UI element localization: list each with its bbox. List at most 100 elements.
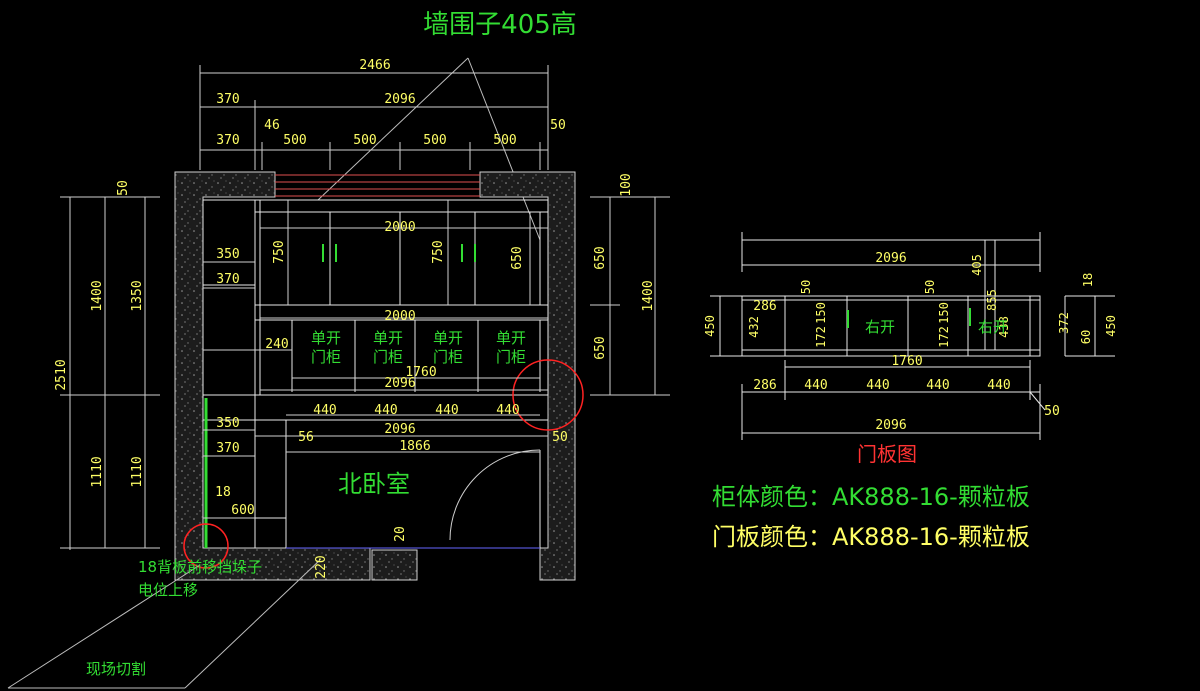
dim-440-c: 440 [435,403,458,418]
dp-440-c: 440 [926,378,949,393]
dp-172-a: 172 [814,326,828,348]
dp-450-right: 450 [1104,315,1118,337]
door-panel-title: 门板图 [857,442,917,466]
door-label-2a: 单开 [373,329,403,347]
dim-2466: 2466 [359,58,390,73]
door-panel-labels: 右开 右开 [865,318,1008,336]
dim-1760: 1760 [405,365,436,380]
dim-650-right: 650 [593,246,608,269]
dim-650-inner: 650 [510,246,525,269]
dim-1400-right: 1400 [641,280,656,311]
dim-500-3: 500 [423,133,446,148]
dim-500-1: 500 [283,133,306,148]
dp-50: 50 [1044,404,1060,419]
dim-650-right-b: 650 [593,336,608,359]
dim-50-low: 50 [552,430,568,445]
dim-2096-mid: 2096 [384,376,415,391]
dim-1866: 1866 [399,439,430,454]
dp-432: 432 [747,316,761,338]
dp-286-top: 286 [753,299,776,314]
revision-circle-right [512,359,584,431]
dp-50-a: 50 [799,280,813,294]
dim-2000-top: 2000 [384,220,415,235]
door-label-2b: 门柜 [373,348,403,366]
dim-56: 56 [298,430,314,445]
dim-100: 100 [619,173,634,196]
dp-438: 438 [997,316,1011,338]
handles [322,244,476,262]
door-label-1b: 门柜 [311,348,341,366]
dim-2096-low: 2096 [384,422,415,437]
note-back-panel: 18背板前移挡垛子 [138,558,262,576]
dim-2510: 2510 [54,359,69,390]
dim-370-b: 370 [216,133,239,148]
dp-150-a: 150 [814,302,828,324]
dim-600: 600 [231,503,254,518]
dim-440-d: 440 [496,403,519,418]
dim-2096-a: 2096 [384,92,415,107]
dp-440-d: 440 [987,378,1010,393]
dp-172-b: 172 [937,326,951,348]
plan-dimension-text: 2466 370 2096 370 46 500 500 500 500 50 … [215,58,568,518]
door-label-1a: 单开 [311,329,341,347]
plan-vertical-dims: 50 2510 1400 1350 1110 1110 750 750 650 … [54,173,656,578]
note-site-cut: 现场切割 [86,660,146,678]
dim-750-a: 750 [272,240,287,263]
dim-1350: 1350 [130,280,145,311]
revision-circle-left [183,523,229,569]
dp-150-b: 150 [937,302,951,324]
dp-2096-top: 2096 [875,251,906,266]
door-label-3b: 门柜 [433,348,463,366]
door-color-spec: 门板颜色：AK888-16-颗粒板 [712,523,1030,551]
door-labels: 单开 门柜 单开 门柜 单开 门柜 单开 门柜 [311,329,526,366]
site-notes: 18背板前移挡垛子 电位上移 现场切割 [86,558,262,678]
dp-50-b: 50 [923,280,937,294]
dp-label-right-2: 右开 [978,318,1008,336]
dim-240: 240 [265,337,288,352]
dim-1110-a: 1110 [90,456,105,487]
dim-2000-mid: 2000 [384,309,415,324]
dp-440-b: 440 [866,378,889,393]
plan-walls [174,171,576,581]
dim-440-a: 440 [313,403,336,418]
dp-855: 855 [985,289,999,311]
cabinet-color-spec: 柜体颜色：AK888-16-颗粒板 [712,483,1030,511]
dp-405: 405 [970,254,984,276]
dp-450-left: 450 [703,315,717,337]
dim-370-c: 370 [216,272,239,287]
dim-1110-b: 1110 [130,456,145,487]
dp-2096-bottom: 2096 [875,418,906,433]
dp-286: 286 [753,378,776,393]
dim-350-a: 350 [216,247,239,262]
door-label-4b: 门柜 [496,348,526,366]
dim-350-b: 350 [216,416,239,431]
dim-50-right: 50 [550,118,566,133]
dp-label-right-1: 右开 [865,318,895,336]
dp-60: 60 [1079,330,1093,344]
plan-dimension-lines [60,65,670,550]
dim-370-d: 370 [216,441,239,456]
dim-50-left: 50 [116,180,131,196]
room-name: 北卧室 [338,470,410,498]
dp-18: 18 [1081,273,1095,287]
dim-440-b: 440 [374,403,397,418]
door-panel-text: 2096 286 1760 286 440 440 440 440 50 209… [753,251,1060,433]
dim-18: 18 [215,485,231,500]
dim-500-2: 500 [353,133,376,148]
dim-220: 220 [314,555,329,578]
dim-1400-left: 1400 [90,280,105,311]
dim-500-4: 500 [493,133,516,148]
dp-440-a: 440 [804,378,827,393]
dim-750-b: 750 [431,240,446,263]
door-panel-vertical-text: 405 855 50 50 432 172 150 172 150 438 45… [703,254,1118,348]
door-label-4a: 单开 [496,329,526,347]
dp-372: 372 [1057,312,1071,334]
wall-skirting-note: 墙围子405高 [423,10,577,40]
door-panel-handles [847,308,971,328]
dim-46: 46 [264,118,280,133]
dim-20: 20 [393,526,408,542]
door-label-3a: 单开 [433,329,463,347]
note-electric: 电位上移 [138,581,198,599]
dp-1760: 1760 [891,354,922,369]
